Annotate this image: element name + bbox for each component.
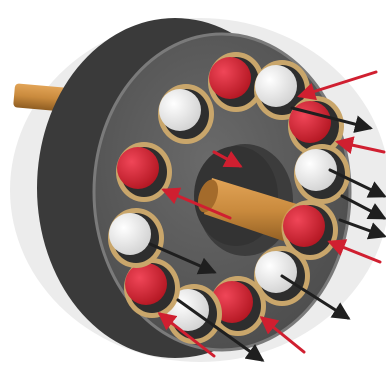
piston-head bbox=[283, 205, 325, 247]
piston-head bbox=[209, 57, 251, 99]
piston-head bbox=[255, 251, 297, 293]
piston-head bbox=[125, 263, 167, 305]
piston-white bbox=[108, 208, 164, 268]
piston-white bbox=[158, 84, 214, 144]
piston-head bbox=[117, 147, 159, 189]
piston-head bbox=[109, 213, 151, 255]
piston-head bbox=[159, 89, 201, 131]
piston-head bbox=[255, 65, 297, 107]
piston-red bbox=[116, 142, 172, 202]
